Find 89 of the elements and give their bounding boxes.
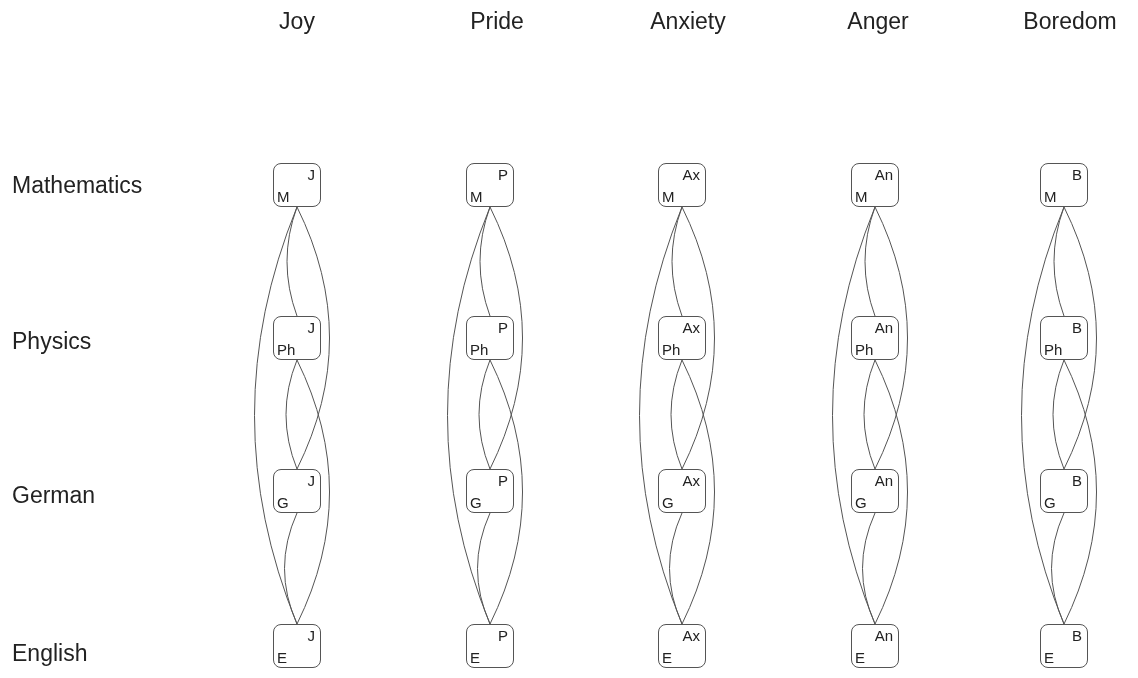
subject-code: M	[855, 188, 868, 205]
connector-curve	[296, 359, 330, 625]
emotion-code: J	[307, 627, 315, 644]
node-box	[466, 469, 514, 513]
emotion-code: J	[307, 472, 315, 489]
emotion-code: An	[874, 627, 893, 644]
emotion-code: An	[874, 166, 893, 183]
node-box	[273, 163, 321, 207]
node-box	[273, 624, 321, 668]
connector-curve	[874, 359, 908, 625]
emotion-code: Ax	[682, 472, 700, 489]
connector-curve	[681, 206, 715, 470]
node-box	[658, 624, 706, 668]
node-box	[466, 316, 514, 360]
connector-curve	[478, 359, 491, 470]
subject-code: E	[662, 649, 672, 666]
subject-code: M	[277, 188, 290, 205]
column-header: Anxiety	[650, 8, 726, 35]
connector-curve	[285, 359, 298, 470]
connector-curve	[1063, 206, 1097, 470]
node-box	[658, 469, 706, 513]
row-label: German	[12, 482, 96, 509]
subject-code: E	[1044, 649, 1054, 666]
node-box	[1040, 316, 1088, 360]
node-box	[851, 316, 899, 360]
emotion-code: An	[874, 319, 893, 336]
column-header: Anger	[847, 8, 909, 35]
node-box	[658, 163, 706, 207]
column-header: Boredom	[1023, 8, 1117, 35]
emotion-code: B	[1072, 627, 1082, 644]
subject-code: Ph	[1044, 341, 1063, 358]
subject-code: Ph	[277, 341, 296, 358]
column-header: Joy	[279, 8, 315, 35]
node-box	[273, 316, 321, 360]
connector-curve	[477, 512, 491, 625]
node-box	[273, 469, 321, 513]
emotion-code: Ax	[682, 319, 700, 336]
emotion-code: An	[874, 472, 893, 489]
emotion-code: P	[498, 627, 508, 644]
subject-code: G	[1044, 494, 1056, 511]
connector-curve	[681, 359, 715, 625]
subject-code: Ph	[662, 341, 681, 358]
emotion-code: Ax	[682, 166, 700, 183]
connector-curve	[670, 359, 683, 470]
subject-code: E	[277, 649, 287, 666]
node-box	[851, 624, 899, 668]
node-box	[851, 469, 899, 513]
emotion-code: B	[1072, 472, 1082, 489]
connector-curve	[1063, 359, 1097, 625]
subject-code: E	[855, 649, 865, 666]
connector-curve	[863, 359, 876, 470]
connector-curve	[874, 206, 908, 470]
connector-curve	[489, 206, 523, 470]
node-box	[466, 624, 514, 668]
row-label: Mathematics	[12, 172, 143, 199]
node-box	[658, 316, 706, 360]
subject-code: G	[855, 494, 867, 511]
emotion-code: P	[498, 166, 508, 183]
subject-code: E	[470, 649, 480, 666]
subject-code: Ph	[855, 341, 874, 358]
emotion-code: J	[307, 319, 315, 336]
row-label: English	[12, 640, 88, 667]
node-box	[466, 163, 514, 207]
connector-curve	[862, 512, 876, 625]
subject-code: M	[662, 188, 675, 205]
emotion-code: Ax	[682, 627, 700, 644]
node-box	[1040, 163, 1088, 207]
subject-code: G	[277, 494, 289, 511]
connector-curve	[1052, 359, 1065, 470]
row-label: Physics	[12, 328, 92, 355]
subject-code: M	[1044, 188, 1057, 205]
subject-code: G	[662, 494, 674, 511]
connector-curve	[1051, 512, 1065, 625]
emotion-code: J	[307, 166, 315, 183]
subject-code: G	[470, 494, 482, 511]
connector-curve	[669, 512, 683, 625]
subject-code: M	[470, 188, 483, 205]
subject-code: Ph	[470, 341, 489, 358]
emotion-code: P	[498, 472, 508, 489]
emotion-code: P	[498, 319, 508, 336]
node-box	[851, 163, 899, 207]
column-header: Pride	[470, 8, 524, 35]
node-box	[1040, 469, 1088, 513]
emotion-code: B	[1072, 166, 1082, 183]
connector-curve	[489, 359, 523, 625]
node-box	[1040, 624, 1088, 668]
emotion-code: B	[1072, 319, 1082, 336]
connector-curve	[284, 512, 298, 625]
connector-curve	[296, 206, 330, 470]
